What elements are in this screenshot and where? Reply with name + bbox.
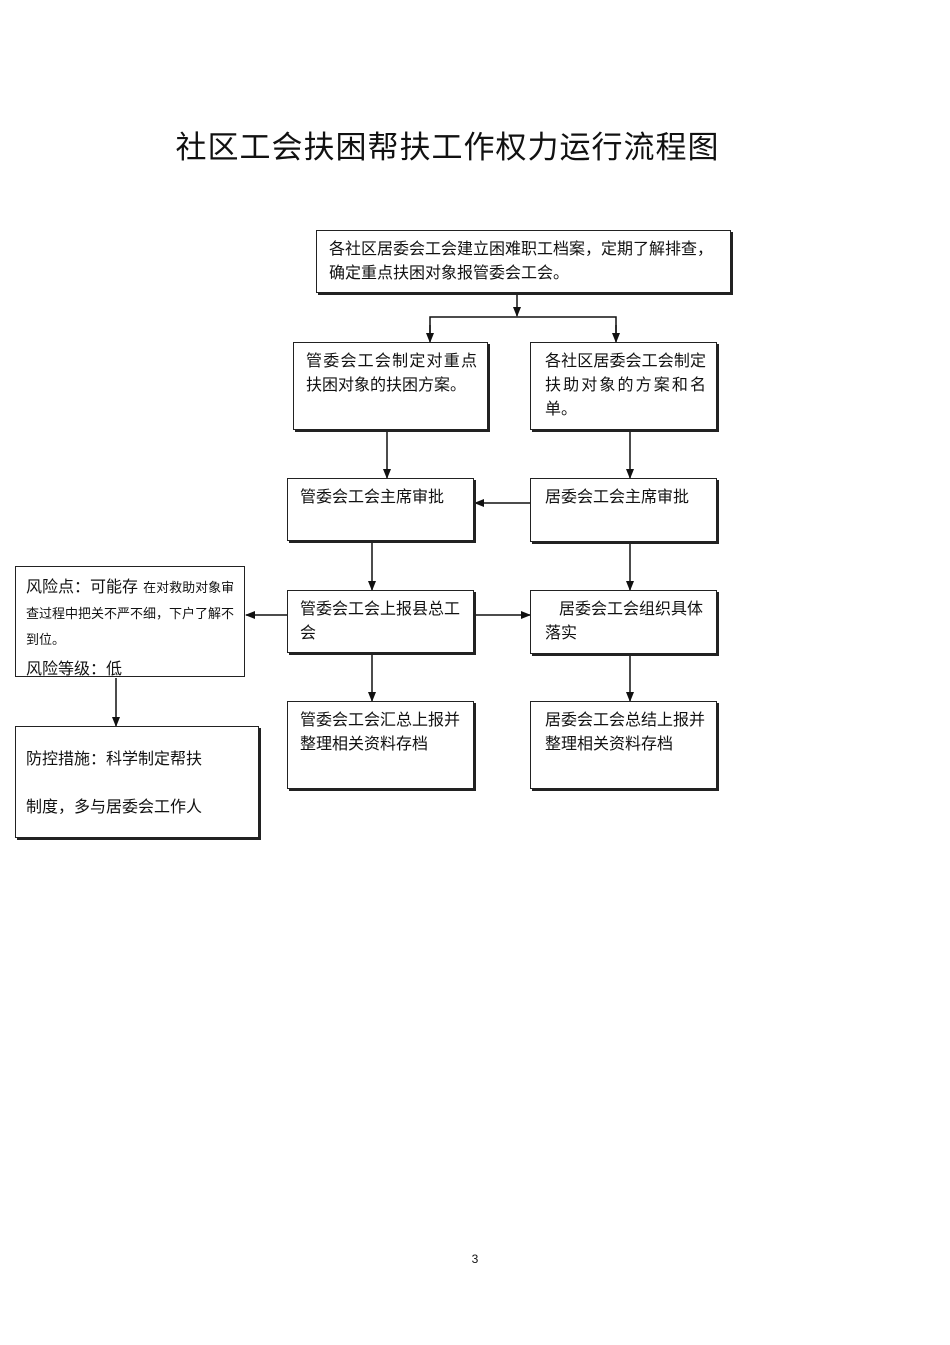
control-line-1: 防控措施：科学制定帮扶 [26,749,203,768]
risk-point-line: 风险点：可能存 在对救助对象审查过程中把关不严不细，下户了解不到位。 [26,575,238,653]
risk-point-label: 风险点：可能存 [26,577,139,596]
left-report-node: 管委会工会上报县总工会 [287,590,474,653]
control-line-2: 制度，多与居委会工作人 [26,797,203,816]
page-number: 3 [471,1252,479,1266]
right-plan-node: 各社区居委会工会制定扶助对象的方案和名单。 [530,342,717,430]
control-node: 防控措施：科学制定帮扶 制度，多与居委会工作人 [15,726,259,838]
right-approve-text: 居委会工会主席审批 [545,487,690,506]
right-approve-node: 居委会工会主席审批 [530,478,717,542]
left-approve-node: 管委会工会主席审批 [287,478,474,541]
risk-level: 风险等级：低 [26,659,123,678]
split-line [429,316,617,340]
risk-node: 风险点：可能存 在对救助对象审查过程中把关不严不细，下户了解不到位。 风险等级：… [15,566,245,678]
right-archive-text: 居委会工会总结上报并整理相关资料存档 [545,710,706,753]
left-plan-node: 管委会工会制定对重点扶困对象的扶困方案。 [293,342,488,430]
risk-point-detail: 在对救助对象审查过程中把关不严不细，下户了解不到位。 [26,581,235,648]
right-plan-text: 各社区居委会工会制定扶助对象的方案和名单。 [545,351,706,418]
page-title: 社区工会扶困帮扶工作权力运行流程图 [175,130,720,166]
right-implement-node: 居委会工会组织具体落实 [530,590,717,654]
left-report-text: 管委会工会上报县总工会 [300,599,461,642]
start-node: 各社区居委会工会建立困难职工档案，定期了解排查，确定重点扶困对象报管委会工会。 [316,230,731,293]
left-archive-text: 管委会工会汇总上报并整理相关资料存档 [300,710,461,753]
start-node-text: 各社区居委会工会建立困难职工档案，定期了解排查，确定重点扶困对象报管委会工会。 [329,239,714,282]
left-plan-text: 管委会工会制定对重点扶困对象的扶困方案。 [306,351,477,394]
right-archive-node: 居委会工会总结上报并整理相关资料存档 [530,701,717,789]
right-implement-text: 居委会工会组织具体落实 [545,599,704,642]
left-approve-text: 管委会工会主席审批 [300,487,445,506]
left-archive-node: 管委会工会汇总上报并整理相关资料存档 [287,701,474,789]
